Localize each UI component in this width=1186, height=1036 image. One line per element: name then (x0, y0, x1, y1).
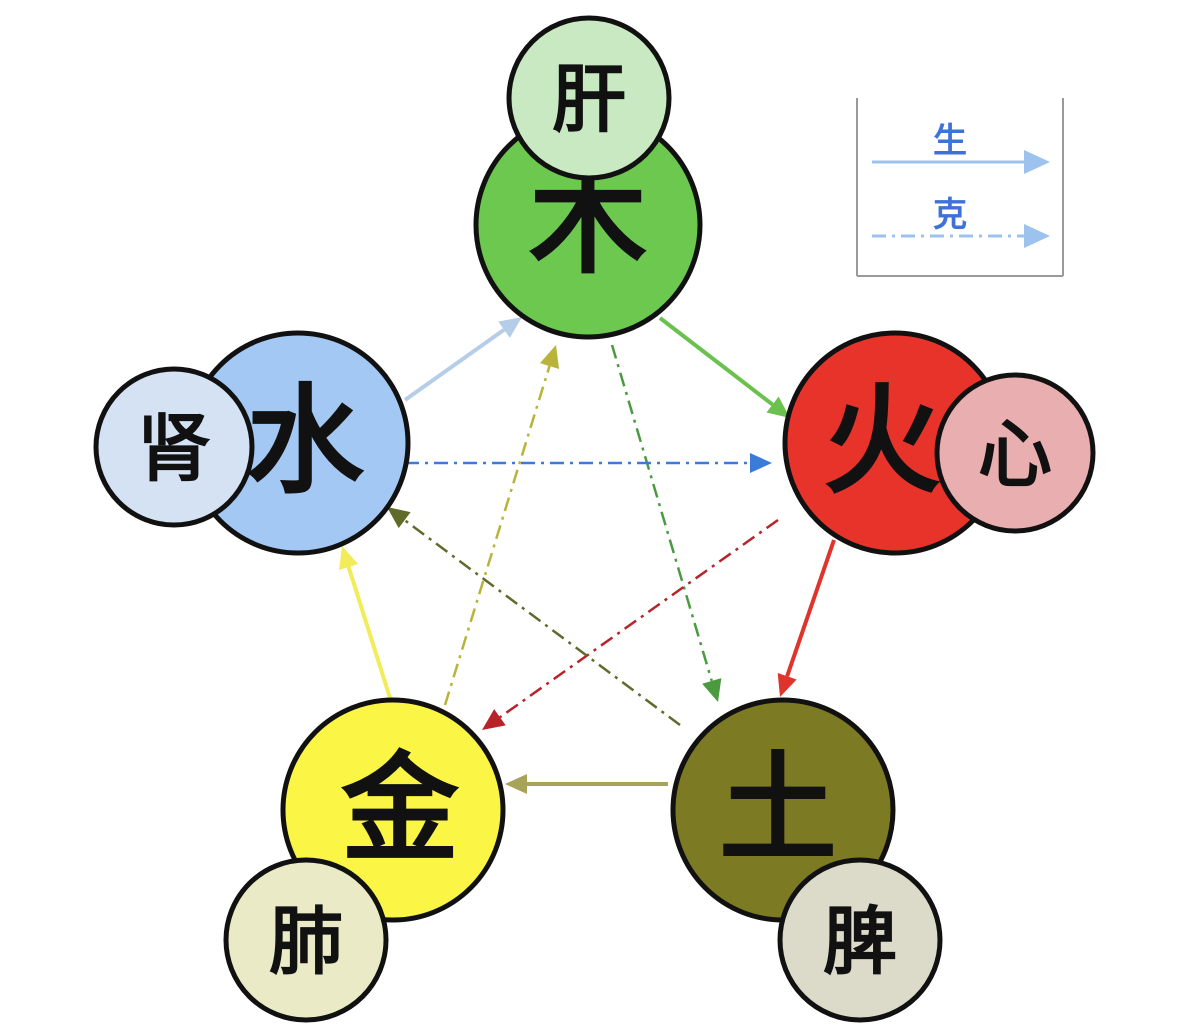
ke-arrow-fire-to-metal-line (499, 518, 779, 719)
sheng-arrow-fire-to-earth-line (785, 539, 836, 677)
sheng-arrow-water-to-wood (403, 317, 522, 402)
ke-arrow-wood-to-earth-line (610, 344, 713, 682)
earth-char: 土 (719, 739, 837, 878)
organ-kidney: 肾 (93, 366, 255, 528)
organ-liver: 肝 (506, 15, 672, 181)
kidney-circle (93, 366, 255, 528)
sheng-arrow-metal-to-water-line (346, 566, 392, 699)
metal-char: 金 (340, 739, 460, 878)
organ-lung: 肺 (223, 857, 389, 1023)
arrows-layer (339, 316, 836, 794)
ke-arrow-earth-to-water (387, 507, 681, 727)
liver-char: 肝 (552, 57, 626, 143)
ke-arrow-metal-to-wood (443, 345, 560, 706)
sheng-arrow-metal-to-water-head (339, 546, 359, 570)
liver-circle (506, 15, 672, 181)
legend-sheng-label: 生 (933, 121, 967, 161)
ke-arrow-earth-to-water-line (403, 519, 681, 727)
sheng-arrow-wood-to-fire-head (766, 396, 790, 418)
fire-char: 火 (823, 371, 941, 510)
sheng-arrow-wood-to-fire-line (658, 316, 774, 407)
lung-circle (223, 857, 389, 1023)
lung-char: 肺 (269, 899, 343, 985)
ke-arrow-fire-to-metal (482, 518, 779, 730)
ke-arrow-water-to-fire (405, 453, 772, 473)
sheng-arrow-metal-to-water (339, 546, 392, 699)
organ-spleen: 脾 (777, 857, 943, 1023)
sheng-arrow-wood-to-fire (658, 316, 790, 418)
spleen-char: 脾 (823, 899, 897, 985)
sheng-arrow-fire-to-earth-head (777, 672, 797, 697)
ke-arrow-wood-to-earth-head (702, 678, 722, 702)
ke-arrow-wood-to-earth (610, 344, 722, 702)
ke-arrow-metal-to-wood-head (539, 345, 560, 369)
legend-ke-arrowhead (1024, 224, 1050, 248)
sheng-arrow-earth-to-metal-head (505, 774, 527, 794)
ke-arrow-earth-to-water-head (387, 507, 411, 529)
legend-ke-arrow (872, 224, 1050, 248)
heart-char: 心 (978, 412, 1052, 498)
heart-circle (934, 372, 1096, 534)
legend-sheng-arrowhead (1024, 150, 1050, 174)
spleen-circle (777, 857, 943, 1023)
legend-sheng-arrow (872, 150, 1050, 174)
sheng-arrow-earth-to-metal (505, 774, 668, 794)
water-char: 水 (246, 371, 365, 510)
ke-arrow-fire-to-metal-head (482, 709, 506, 730)
legend-ke-label: 克 (933, 195, 967, 235)
legend: 生 克 (856, 98, 1064, 277)
ke-arrow-metal-to-wood-line (443, 365, 551, 706)
sheng-arrow-water-to-wood-line (403, 328, 506, 402)
sheng-arrow-water-to-wood-head (498, 317, 522, 338)
organ-heart: 心 (934, 372, 1096, 534)
kidney-char: 肾 (137, 406, 211, 492)
sheng-arrow-fire-to-earth (777, 539, 836, 697)
ke-arrow-water-to-fire-head (750, 453, 772, 473)
